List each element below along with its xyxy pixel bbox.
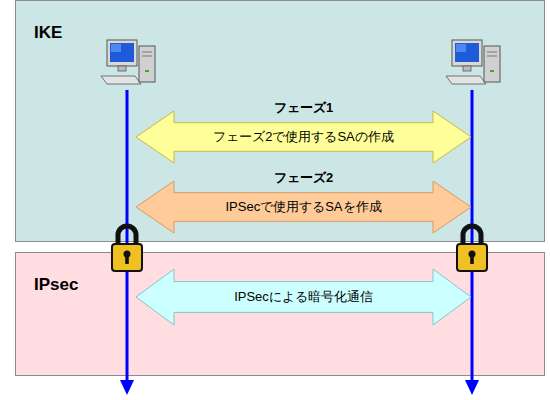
- computer-icon: [101, 40, 155, 84]
- arrow-label: IPSecによる暗号化通信: [176, 288, 431, 306]
- arrow-label: フェーズ2で使用するSAの作成: [176, 128, 431, 146]
- phase-heading: フェーズ2: [136, 169, 471, 187]
- timeline-arrowhead: [465, 380, 479, 395]
- arrow-outline: [136, 269, 471, 325]
- timeline: [126, 90, 129, 384]
- double-arrow: フェーズ1 フェーズ2で使用するSAの作成: [136, 101, 471, 163]
- arrow-label: IPSecで使用するSAを作成: [176, 198, 431, 216]
- lock-icon: [112, 226, 142, 271]
- double-arrow: フェーズ2IPSecで使用するSAを作成: [136, 171, 471, 233]
- timeline-arrowhead: [120, 380, 134, 395]
- double-arrow: IPSecによる暗号化通信: [136, 269, 471, 325]
- layer-band: IKE フェーズ1 フェーズ2で使用するSAの作成フェーズ2IPSecで使用するSA…: [15, 0, 545, 242]
- lock-icon: [457, 226, 487, 271]
- phase-heading: フェーズ1: [136, 99, 471, 117]
- layer-band: IPsecIPSecによる暗号化通信: [15, 252, 545, 376]
- computer-icon: [446, 40, 500, 84]
- layer-label: IPsec: [34, 275, 78, 295]
- arrow-outline: [136, 181, 471, 233]
- timeline: [471, 90, 474, 384]
- arrow-outline: [136, 111, 471, 163]
- layer-label: IKE: [34, 23, 62, 43]
